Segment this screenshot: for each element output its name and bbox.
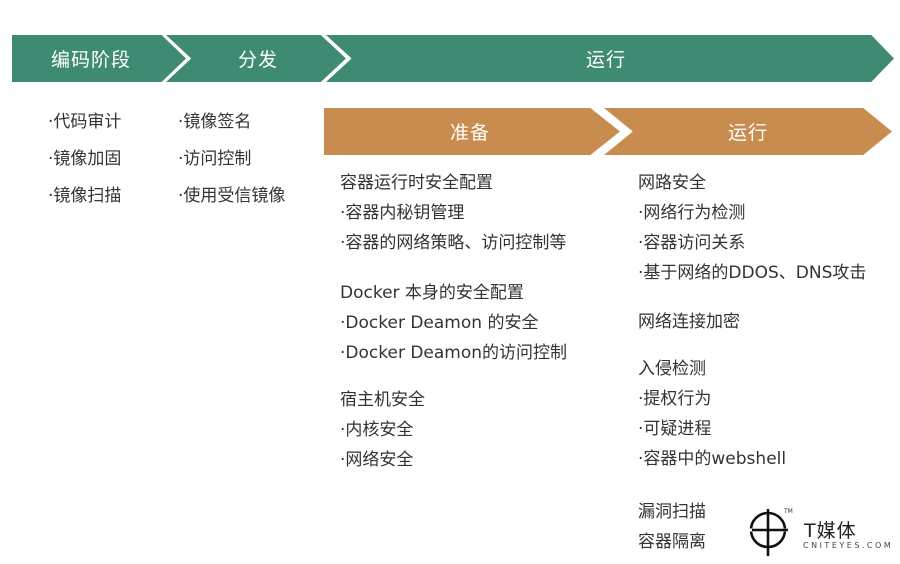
stage-distribute-arrow: 分发 [166,35,346,82]
group-title: 容器隔离 [638,532,706,552]
list-item: ·容器中的webshell [638,449,787,469]
prepare-group-docker-config: Docker 本身的安全配置 ·Docker Deamon 的安全 ·Docke… [340,278,567,368]
group-title: 宿主机安全 [340,390,425,410]
substage-run-label: 运行 [727,122,768,144]
group-title: 容器运行时安全配置 [340,173,493,193]
stage-distribute-label: 分发 [237,49,278,71]
list-item: ·网络安全 [340,450,414,470]
trademark-mark: TM [783,508,793,515]
group-title: 漏洞扫描 [638,502,706,522]
stage-coding-arrow: 编码阶段 [12,35,186,82]
run-group-intrusion-detection: 入侵检测 ·提权行为 ·可疑进程 ·容器中的webshell [638,354,786,474]
list-item: ·提权行为 [638,389,712,409]
stage-coding-label: 编码阶段 [50,49,131,71]
list-item: ·使用受信镜像 [178,186,286,206]
group-title: 网络连接加密 [638,312,740,332]
list-item: ·容器访问关系 [638,233,746,253]
run-group-network-security: 网路安全 ·网络行为检测 ·容器访问关系 ·基于网络的DDOS、DNS攻击 [638,168,866,288]
prepare-group-host-security: 宿主机安全 ·内核安全 ·网络安全 [340,385,425,475]
list-item: ·Docker Deamon 的安全 [340,313,539,333]
substage-prepare-label: 准备 [449,122,490,144]
list-item: ·镜像签名 [178,112,252,132]
list-item: ·代码审计 [48,112,122,132]
list-item: ·可疑进程 [638,419,712,439]
run-group-connection-encryption: 网络连接加密 [638,307,740,337]
list-item: ·容器内秘钥管理 [340,203,465,223]
list-item: ·访问控制 [178,149,252,169]
run-group-vuln-scan: 漏洞扫描 容器隔离 [638,497,706,557]
group-title: 入侵检测 [638,359,706,379]
distribute-items-list: ·镜像签名 ·访问控制 ·使用受信镜像 [178,104,285,215]
list-item: ·Docker Deamon的访问控制 [340,343,568,363]
list-item: ·网络行为检测 [638,203,746,223]
list-item: ·容器的网络策略、访问控制等 [340,233,567,253]
list-item: ·镜像加固 [48,149,122,169]
logo-url: CNITEYES.COM [803,541,894,550]
prepare-group-runtime-config: 容器运行时安全配置 ·容器内秘钥管理 ·容器的网络策略、访问控制等 [340,168,566,258]
cniteyes-logo-icon: TM [749,508,793,556]
list-item: ·镜像扫描 [48,186,122,206]
logo-brand-name: T媒体 [804,520,857,542]
stage-run-label: 运行 [585,49,626,71]
list-item: ·内核安全 [340,420,414,440]
coding-items-list: ·代码审计 ·镜像加固 ·镜像扫描 [48,104,121,215]
substage-prepare-arrow: 准备 [324,108,620,155]
stage-run-arrow: 运行 [326,35,894,82]
group-title: Docker 本身的安全配置 [340,283,524,303]
group-title: 网路安全 [638,173,706,193]
substage-run-arrow: 运行 [604,108,892,155]
list-item: ·基于网络的DDOS、DNS攻击 [638,263,867,283]
